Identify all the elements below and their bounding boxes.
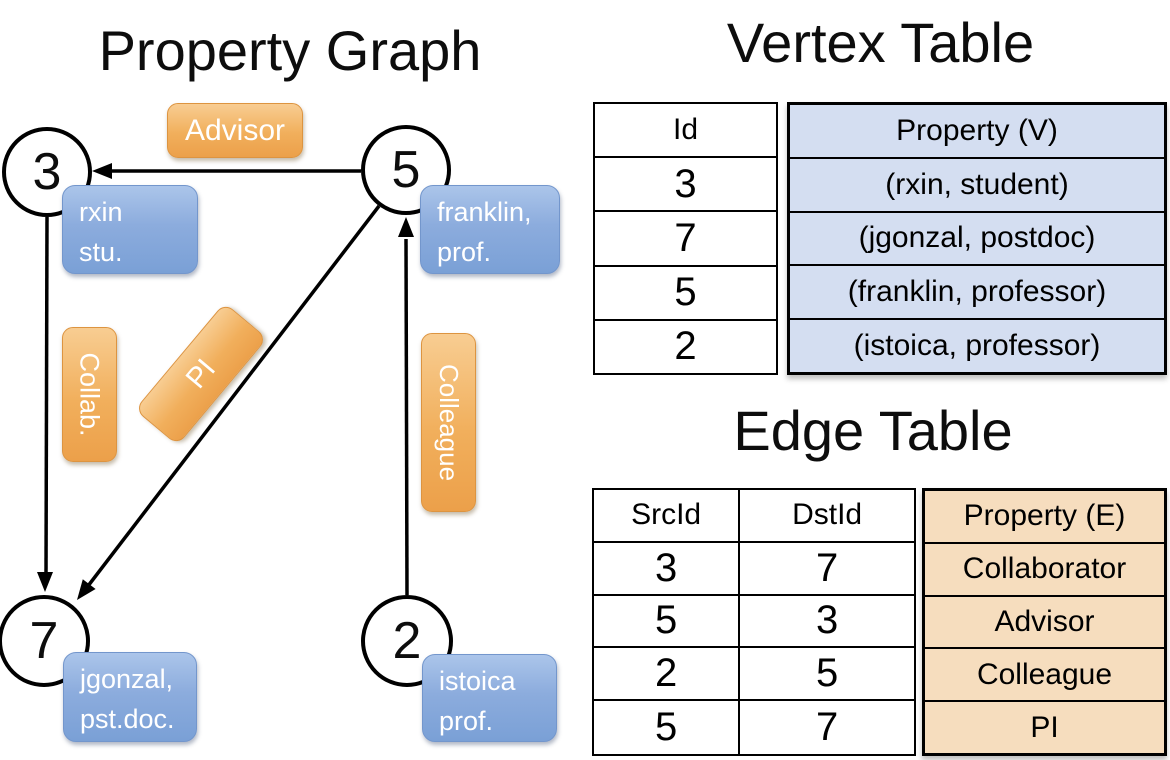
edge-label-advisor: Advisor — [167, 103, 303, 158]
vertex-id-cell: 7 — [595, 212, 776, 267]
edge-property-cell: PI — [1030, 710, 1059, 744]
vertex-property-cell: (jgonzal, postdoc) — [790, 213, 1164, 267]
edge-dst-cell: 7 — [740, 543, 914, 596]
vertex-property-cell: (franklin, professor) — [790, 266, 1164, 321]
edge-label-collab: Collab. — [62, 327, 117, 462]
edge-label-text: PI — [179, 352, 222, 395]
edge-table-src-header: SrcId — [594, 490, 741, 543]
edge-3-7-line — [44, 216, 49, 576]
vertex-property-cell: (istoica, professor) — [853, 329, 1101, 363]
vertex-property-line: pst.doc. — [80, 704, 175, 734]
edge-3-7-arrowhead — [37, 572, 53, 592]
edge-dst-cell: 3 — [740, 596, 914, 649]
edge-table-title: Edge Table — [733, 399, 1013, 462]
vertex-property-line: jgonzal, — [80, 664, 174, 694]
vertex-table-property-column: Property (V) (rxin, student) (jgonzal, p… — [787, 102, 1167, 375]
vertex-table-property-header: Property (V) — [790, 105, 1164, 159]
graph-edges — [37, 163, 414, 600]
vertex-table-id-header: Id — [595, 104, 776, 159]
edge-src-cell: 5 — [594, 595, 741, 649]
vertex-property-line: istoica — [439, 666, 516, 696]
edge-property-cell: Colleague — [925, 649, 1164, 703]
graph-node-2: 2 — [361, 595, 453, 687]
edge-label-text: Collab. — [75, 352, 106, 437]
edge-5-7-arrowhead — [77, 579, 96, 600]
vertex-property-label-7: jgonzal, pst.doc. — [63, 652, 197, 742]
edge-src-cell: 5 — [594, 701, 741, 754]
edge-src-cell: 3 — [594, 542, 741, 596]
vertex-property-line: franklin, — [437, 197, 532, 227]
vertex-table-id-column: Id 3 7 5 2 — [593, 102, 778, 375]
edge-table-dst-header: DstId — [740, 490, 914, 543]
property-graph-title: Property Graph — [98, 19, 482, 82]
vertex-property-label-3: rxin stu. — [62, 185, 198, 274]
edge-label-text: Advisor — [184, 113, 286, 147]
edge-dst-cell: 7 — [815, 705, 839, 750]
edge-property-cell: Advisor — [925, 597, 1164, 650]
node-id-label: 5 — [391, 141, 421, 199]
vertex-property-label-5: franklin, prof. — [420, 185, 560, 274]
vertex-id-cell: 5 — [595, 267, 776, 321]
edge-src-cell: 2 — [594, 648, 741, 702]
vertex-id-cell: 3 — [595, 158, 776, 213]
vertex-property-cell: (rxin, student) — [790, 159, 1164, 213]
edge-2-5-line — [404, 238, 409, 596]
edge-dst-cell: 5 — [740, 648, 914, 702]
vertex-property-line: prof. — [437, 237, 492, 267]
edge-property-cell: Collaborator — [925, 544, 1164, 597]
vertex-table-title: Vertex Table — [726, 11, 1035, 74]
edge-label-colleague: Colleague — [421, 333, 476, 512]
vertex-property-line: rxin — [79, 197, 123, 227]
node-id-label: 3 — [32, 143, 62, 201]
edge-table-id-columns: SrcId DstId 3 7 5 3 2 5 5 7 — [592, 488, 916, 756]
edge-table-property-column: Property (E) Collaborator Advisor Collea… — [922, 488, 1167, 756]
edge-2-5-arrowhead — [398, 217, 414, 237]
vertex-property-label-2: istoica prof. — [422, 654, 557, 742]
edge-table-property-header: Property (E) — [925, 491, 1164, 544]
node-id-label: 7 — [29, 612, 59, 670]
vertex-id-cell: 2 — [674, 324, 697, 369]
edge-label-text: Colleague — [434, 363, 464, 482]
edge-5-7-line — [86, 204, 381, 588]
edge-5-3-arrowhead — [92, 163, 112, 179]
vertex-property-line: stu. — [79, 237, 123, 267]
node-id-label: 2 — [392, 612, 422, 670]
vertex-property-line: prof. — [439, 706, 494, 736]
